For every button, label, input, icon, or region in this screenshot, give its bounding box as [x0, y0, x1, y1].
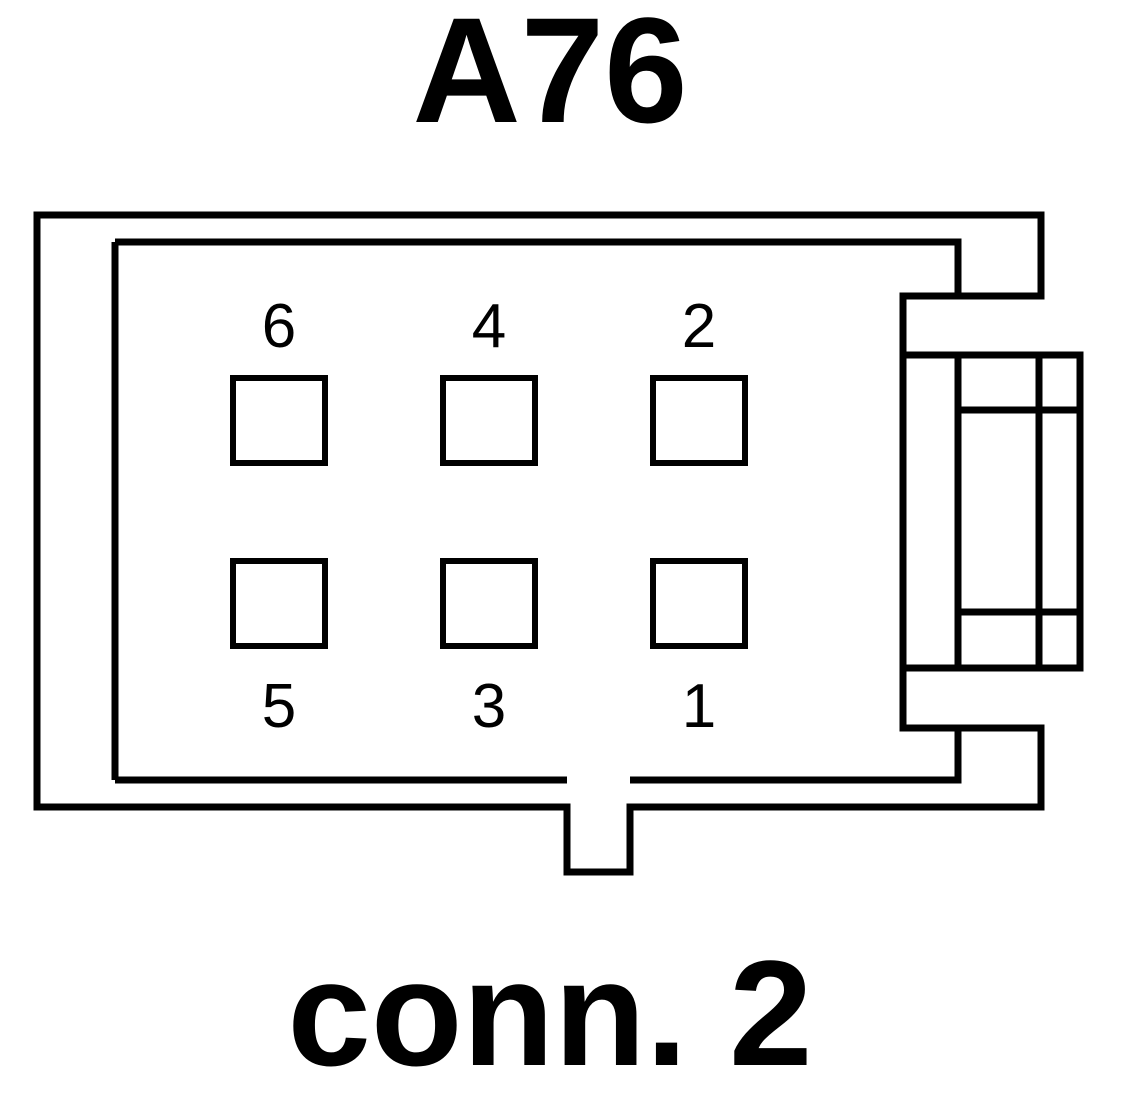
pin-label-1: 1 — [682, 672, 716, 741]
pin-cavity-4 — [440, 375, 538, 466]
connector-title: A76 — [412, 0, 688, 154]
pin-cavity-5 — [230, 558, 328, 649]
pin-label-4: 4 — [472, 292, 506, 361]
connector-housing-outer — [33, 211, 1045, 876]
pin-label-6: 6 — [262, 292, 296, 361]
pin-cavity-3 — [440, 558, 538, 649]
connector-latch — [899, 351, 1084, 672]
pin-label-5: 5 — [262, 672, 296, 741]
connector-subtitle: conn. 2 — [287, 929, 813, 1097]
pin-grid: 6 4 2 5 3 1 — [230, 292, 748, 741]
pin-cavity-2 — [650, 375, 748, 466]
pin-cavity-6 — [230, 375, 328, 466]
pin-label-3: 3 — [472, 672, 506, 741]
pin-label-2: 2 — [682, 292, 716, 361]
pin-cavity-1 — [650, 558, 748, 649]
connector-housing-inner — [111, 238, 962, 784]
